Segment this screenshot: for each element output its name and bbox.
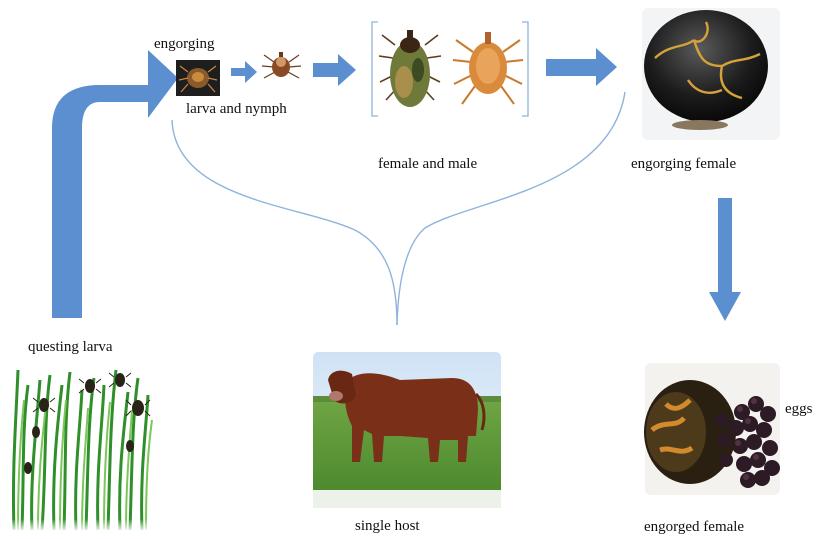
engorging-female-label: engorging female (631, 157, 736, 172)
big-curved-arrow (52, 50, 178, 318)
arrow-down-to-engorged-female (709, 198, 741, 321)
cow-image (313, 352, 501, 518)
nymph-icon (262, 52, 301, 78)
questing-larva-label: questing larva (28, 340, 113, 355)
engorging-larva-icon (176, 60, 220, 96)
engorged-female-label: engorged female (644, 520, 744, 535)
host-curve-right (397, 92, 625, 325)
female-tick-icon (379, 30, 441, 107)
grass-with-larvae-image (8, 370, 158, 532)
male-tick-icon (453, 32, 523, 104)
eggs-label: eggs (785, 402, 813, 417)
female-and-male-label: female and male (378, 157, 477, 172)
engorged-female-with-eggs-image (644, 363, 780, 515)
engorging-female-image (642, 8, 780, 140)
arrow-adults-to-engorging-female (546, 48, 617, 86)
arrow-nymph-to-adults (313, 54, 356, 86)
arrow-larva-to-nymph (231, 61, 257, 83)
engorging-label: engorging (154, 37, 215, 52)
single-host-label: single host (355, 519, 420, 534)
larva-and-nymph-label: larva and nymph (186, 102, 287, 117)
host-curve-left (172, 120, 397, 325)
